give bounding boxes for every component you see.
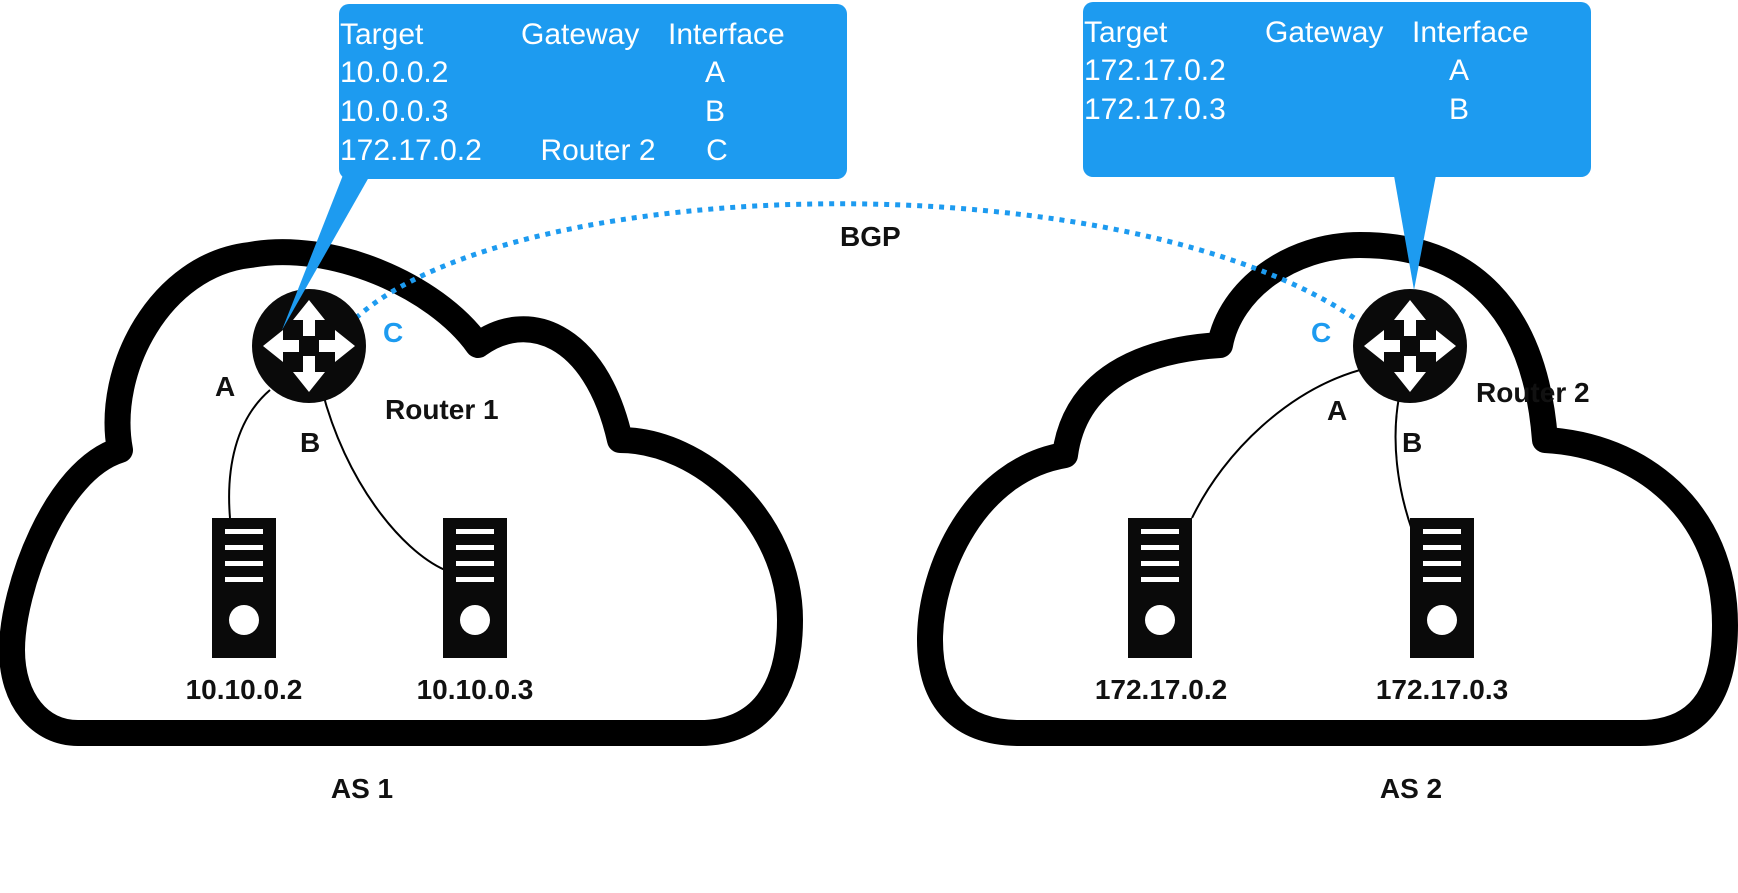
as1-table-header-gateway: Gateway xyxy=(521,18,639,51)
as2-table-row-2-interface: B xyxy=(1449,93,1469,126)
as1-link-b xyxy=(321,389,446,571)
as1-cloud xyxy=(0,239,803,746)
as1-server-2-icon xyxy=(443,518,507,658)
as1-table-header-interface: Interface xyxy=(668,18,785,51)
as2-routing-table: Target Gateway Interface 172.17.0.2 A 17… xyxy=(1083,2,1591,290)
as2-table-header-gateway: Gateway xyxy=(1265,16,1383,49)
as2-label: AS 2 xyxy=(1380,773,1442,804)
as1-label: AS 1 xyxy=(331,773,393,804)
as2-interface-b-label: B xyxy=(1402,427,1422,458)
as2-table-row-2-target: 172.17.0.3 xyxy=(1084,93,1226,126)
as2-table-row-1-interface: A xyxy=(1449,54,1469,87)
as1-host-1-label: 10.10.0.2 xyxy=(186,674,303,705)
as2-router-label: Router 2 xyxy=(1476,377,1590,408)
as1-host-2-label: 10.10.0.3 xyxy=(417,674,534,705)
as1-router-label: Router 1 xyxy=(385,394,499,425)
as2-host-1-label: 172.17.0.2 xyxy=(1095,674,1227,705)
as2-table-row-1-target: 172.17.0.2 xyxy=(1084,54,1226,87)
as1-table-row-2-interface: B xyxy=(705,95,725,128)
as1-link-a xyxy=(228,389,271,519)
as2-link-b xyxy=(1394,391,1413,531)
as1-table-header-target: Target xyxy=(340,18,424,51)
as2-link-a xyxy=(1191,369,1361,519)
as2-table-header-target: Target xyxy=(1084,16,1168,49)
as1-table-row-2-target: 10.0.0.3 xyxy=(340,95,448,128)
as1-router-icon xyxy=(252,289,366,403)
as2-interface-a-label: A xyxy=(1327,395,1347,426)
as1-table-row-1-interface: A xyxy=(705,56,725,89)
as2-router-icon xyxy=(1353,289,1467,403)
bgp-label: BGP xyxy=(840,221,901,252)
as2-server-1-icon xyxy=(1128,518,1192,658)
as2-table-header-interface: Interface xyxy=(1412,16,1529,49)
as1-server-1-icon xyxy=(212,518,276,658)
as1-table-row-3-interface: C xyxy=(706,134,728,167)
as2-server-2-icon xyxy=(1410,518,1474,658)
as1-interface-b-label: B xyxy=(300,427,320,458)
as1-table-row-3-gateway: Router 2 xyxy=(540,134,655,167)
as1-table-row-3-target: 172.17.0.2 xyxy=(340,134,482,167)
as1-interface-c-label: C xyxy=(383,317,403,348)
bgp-link xyxy=(354,201,1362,325)
as1-table-row-1-target: 10.0.0.2 xyxy=(340,56,448,89)
as2-interface-c-label: C xyxy=(1311,317,1331,348)
as1-routing-table: Target Gateway Interface 10.0.0.2 A 10.0… xyxy=(282,4,847,330)
as2-host-2-label: 172.17.0.3 xyxy=(1376,674,1508,705)
as1-interface-a-label: A xyxy=(215,371,235,402)
